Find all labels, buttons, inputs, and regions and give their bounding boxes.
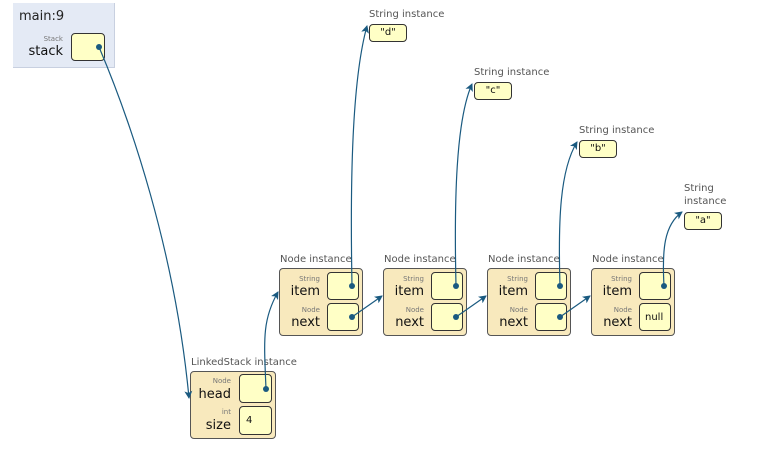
item-slot[interactable] bbox=[431, 272, 463, 300]
next-slot[interactable] bbox=[431, 303, 463, 331]
field-name: item bbox=[290, 284, 320, 299]
string-label: String instance bbox=[369, 9, 445, 20]
string-label: String bbox=[684, 183, 714, 194]
node-instance[interactable]: String item Node next bbox=[279, 268, 363, 336]
item-slot[interactable] bbox=[535, 272, 567, 300]
node-instance[interactable]: String item Node next bbox=[383, 268, 467, 336]
field-name: head bbox=[198, 387, 231, 402]
string-label: String instance bbox=[579, 125, 655, 136]
arrow-stack-to-linkedstack bbox=[98, 46, 193, 399]
item-slot[interactable] bbox=[327, 272, 359, 300]
node-label: Node instance bbox=[488, 254, 560, 265]
string-instance[interactable]: "a" bbox=[684, 212, 722, 230]
field-type: String bbox=[611, 275, 632, 283]
linkedstack-label: LinkedStack instance bbox=[191, 357, 297, 368]
node-label: Node instance bbox=[280, 254, 352, 265]
field-type: String bbox=[299, 275, 320, 283]
field-type: Node bbox=[509, 306, 528, 314]
field-type: int bbox=[221, 408, 231, 416]
size-slot[interactable]: 4 bbox=[239, 406, 272, 435]
field-type: Node bbox=[405, 306, 424, 314]
field-name: next bbox=[291, 315, 320, 330]
stack-frame: main:9 Stack stack bbox=[13, 3, 115, 68]
node-instance[interactable]: String item Node next null bbox=[591, 268, 675, 336]
next-slot[interactable] bbox=[535, 303, 567, 331]
next-slot[interactable] bbox=[327, 303, 359, 331]
linkedstack-instance[interactable]: Node head int size 4 bbox=[190, 371, 276, 439]
field-type: Node bbox=[301, 306, 320, 314]
field-name: next bbox=[395, 315, 424, 330]
node-label: Node instance bbox=[592, 254, 664, 265]
stack-var-slot[interactable] bbox=[71, 33, 105, 61]
var-type: Stack bbox=[43, 35, 63, 43]
frame-title: main:9 bbox=[19, 9, 65, 24]
field-type: String bbox=[507, 275, 528, 283]
field-type: Node bbox=[613, 306, 632, 314]
node-label: Node instance bbox=[384, 254, 456, 265]
size-value: 4 bbox=[246, 415, 253, 426]
string-instance[interactable]: "d" bbox=[369, 24, 407, 42]
var-name: stack bbox=[28, 44, 63, 59]
arrow-item0-to-d bbox=[350, 25, 369, 287]
item-slot[interactable] bbox=[639, 272, 671, 300]
string-label: String instance bbox=[474, 67, 550, 78]
arrow-item1-to-c bbox=[454, 83, 473, 287]
field-type: String bbox=[403, 275, 424, 283]
string-instance[interactable]: "c" bbox=[474, 82, 512, 100]
string-label: instance bbox=[684, 196, 727, 207]
field-name: size bbox=[205, 418, 231, 433]
field-name: item bbox=[602, 284, 632, 299]
next-slot[interactable]: null bbox=[639, 303, 671, 331]
null-value: null bbox=[645, 312, 664, 323]
field-name: item bbox=[394, 284, 424, 299]
head-slot[interactable] bbox=[239, 374, 272, 403]
node-instance[interactable]: String item Node next bbox=[487, 268, 571, 336]
field-name: next bbox=[499, 315, 528, 330]
field-name: item bbox=[498, 284, 528, 299]
arrow-item2-to-b bbox=[558, 141, 578, 287]
field-name: next bbox=[603, 315, 632, 330]
field-type: Node bbox=[212, 377, 231, 385]
string-instance[interactable]: "b" bbox=[579, 140, 617, 158]
